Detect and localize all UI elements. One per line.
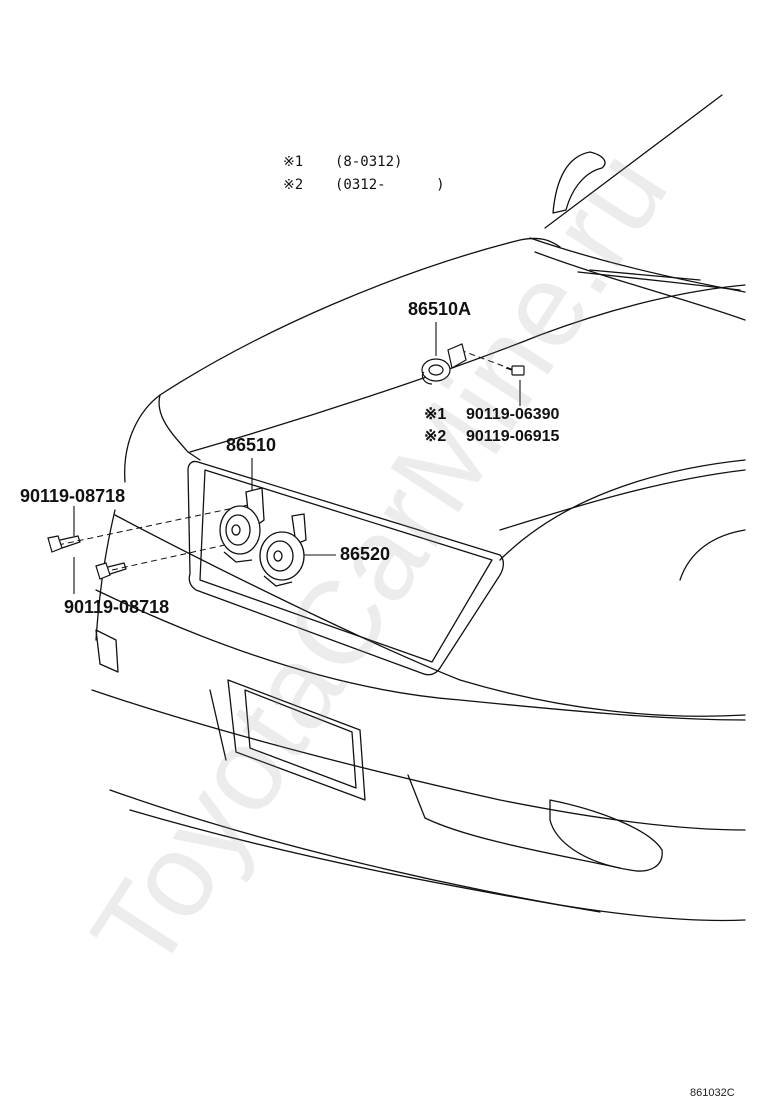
windshield-pillar [544,94,723,229]
label-bolt-alt-1-mark: ※1 [424,406,447,423]
horn-86510 [219,487,265,563]
grille-inner [199,469,493,663]
license-plate [227,679,366,801]
note-1-mark: ※1 [283,154,304,170]
bumper-top [114,514,746,717]
bumper-lower [109,789,746,922]
label-bolt-alt-1[interactable]: 90119-06390 [466,406,560,423]
license-plate-inner [244,689,357,789]
bumper-bottom-lip [129,809,601,913]
label-bolt-lower[interactable]: 90119-08718 [64,597,170,617]
label-bolt-upper[interactable]: 90119-08718 [20,486,126,506]
body-side-line [499,469,746,531]
fog-lamp-left [95,629,119,673]
fender-top [124,394,161,483]
fender-right [499,459,746,561]
leader-upper-bolt [57,504,249,546]
leader-small-bolt [459,349,515,371]
leader-lower-bolt [111,544,226,571]
side-mirror [552,151,606,214]
label-bolt-alt-2-mark: ※2 [424,428,447,445]
bumper-side-vent [209,689,227,761]
air-intake [407,774,621,869]
label-bolt-alt-2[interactable]: 90119-06915 [466,428,560,445]
note-1-range: (8-0312) [335,154,403,170]
fog-lamp-right [549,799,663,872]
horn-86520 [259,513,307,587]
bolt-upper [47,535,81,553]
horn-86510A [421,343,467,385]
hood-crease [189,284,746,453]
bumper-upper [95,589,746,721]
hood-edge [159,237,561,396]
grille-opening [187,460,505,676]
windshield-lower [529,237,746,293]
cowl-line [534,251,746,321]
label-86510A[interactable]: 86510A [408,299,472,319]
figure-code: 861032C [690,1087,735,1099]
label-86520[interactable]: 86520 [340,544,391,564]
wiper [577,269,741,291]
note-2-mark: ※2 [283,177,304,193]
label-86510[interactable]: 86510 [226,435,277,455]
hood-front-line [187,451,201,461]
fender-wheel-arch [679,529,746,581]
hood-left-edge [158,394,189,453]
bumper-mid [91,689,746,831]
bolt-lower [95,562,127,580]
note-2-range: (0312- ) [335,177,445,193]
bolt-small [505,365,525,376]
